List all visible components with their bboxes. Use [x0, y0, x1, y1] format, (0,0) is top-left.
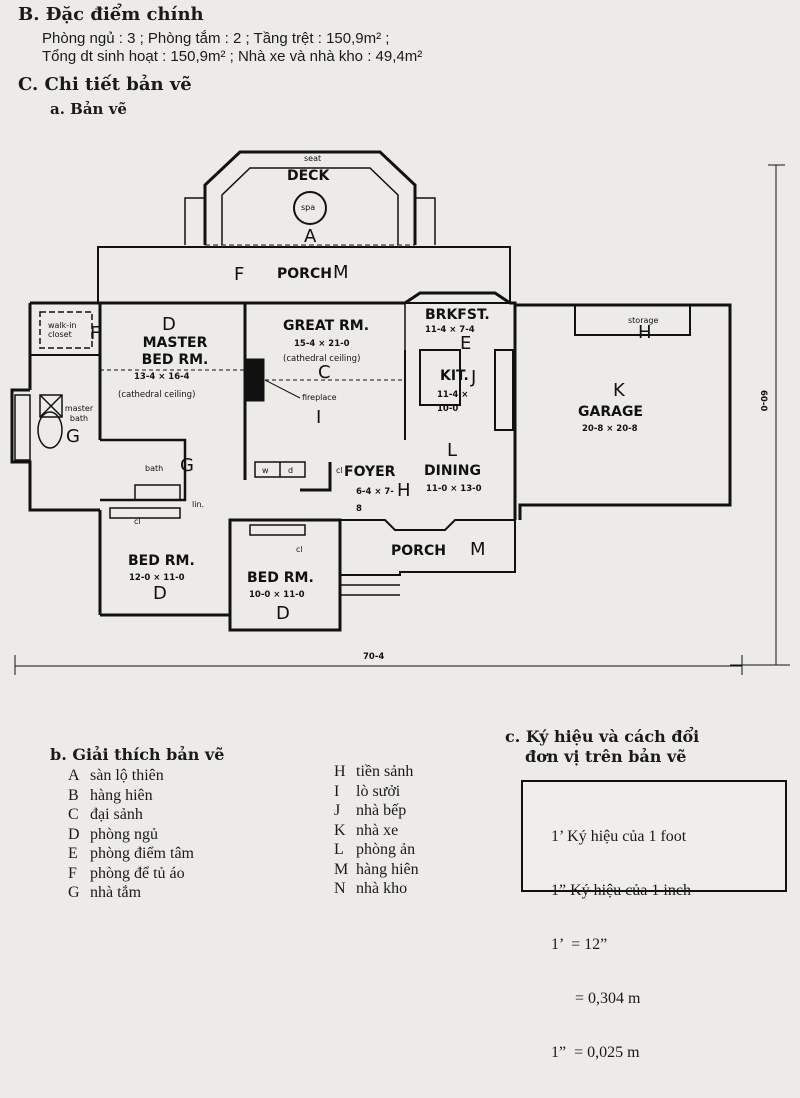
label-storage: storage [628, 316, 659, 325]
label-walk-in-closet: walk-in closet [48, 321, 77, 339]
label-porch-front: PORCH [391, 543, 446, 559]
features-line-1: Phòng ngủ : 3 ; Phòng tắm : 2 ; Tầng trệ… [42, 30, 390, 47]
unit-line: 1’ = 12” [551, 936, 608, 953]
section-b-title: B. Đặc điểm chính [18, 4, 204, 25]
letter-m-front: M [470, 539, 486, 560]
deck-outline [203, 150, 417, 245]
letter-m-rear: M [333, 262, 349, 283]
letter-f-porch: F [234, 264, 245, 285]
legend-title: b. Giải thích bản vẽ [50, 745, 225, 764]
house-outer-wall [30, 291, 732, 520]
dims-breakfast: 11-4 × 7-4 [425, 325, 475, 335]
unit-line: 1” = 0,025 m [551, 1044, 640, 1061]
label-washer: w [262, 466, 269, 475]
units-box: 1’ Ký hiệu của 1 foot 1” Ký hiệu của 1 i… [521, 780, 787, 1061]
dims-foyer: 6-4 × 7-8 [356, 487, 394, 514]
label-porch-rear: PORCH [277, 266, 332, 282]
letter-k: K [613, 380, 625, 401]
dims-bed-room-1: 12-0 × 11-0 [129, 573, 185, 583]
label-dryer: d [288, 466, 294, 475]
label-fireplace: fireplace [302, 393, 337, 402]
units-title-line-1: c. Ký hiệu và cách đổi [505, 727, 700, 746]
letter-f-closet: F [90, 323, 101, 344]
dims-bed-room-2: 10-0 × 11-0 [249, 590, 305, 600]
floor-plan [10, 150, 790, 675]
letter-g-master: G [66, 426, 80, 447]
note-master-bed: (cathedral ceiling) [118, 390, 196, 400]
letter-a: A [304, 226, 317, 247]
letter-d-master: D [162, 314, 176, 335]
label-bed-room-1: BED RM. [128, 553, 195, 569]
unit-line: 1’ Ký hiệu của 1 foot [551, 828, 687, 845]
label-master-bath: master bath [64, 404, 94, 423]
letter-h-storage: H [638, 322, 652, 343]
label-master-bed: MASTER BED RM. [141, 335, 209, 368]
label-great-room: GREAT RM. [283, 318, 370, 334]
label-breakfast: BRKFST. [425, 307, 490, 323]
unit-line: = 0,304 m [551, 990, 641, 1007]
label-garage: GARAGE [578, 404, 643, 420]
dimension-lines [14, 164, 790, 675]
label-dining: DINING [424, 463, 481, 479]
units-title-line-2: đơn vị trên bản vẽ [525, 747, 687, 766]
section-a-subtitle: a. Bản vẽ [50, 100, 127, 118]
dims-kitchen: 11-4 × 10-0 [437, 390, 469, 414]
letter-i: I [316, 407, 322, 428]
label-kitchen: KIT. [440, 368, 469, 384]
dims-master-bed: 13-4 × 16-4 [134, 372, 190, 382]
label-bath: bath [145, 464, 164, 473]
letter-c: C [318, 362, 331, 383]
dims-dining: 11-0 × 13-0 [426, 484, 482, 494]
note-great-room: (cathedral ceiling) [283, 354, 361, 364]
letter-d-bed1: D [153, 583, 167, 604]
letter-l: L [447, 440, 458, 461]
label-closet-foyer: cl [336, 466, 343, 475]
label-linen: lin. [192, 500, 205, 509]
letter-e: E [460, 333, 472, 354]
spa-circle [293, 191, 327, 225]
width-dimension: 70-4 [363, 652, 385, 662]
label-deck: DECK [287, 168, 330, 184]
letter-h-foyer: H [397, 480, 411, 501]
label-closet-bed2: cl [296, 545, 303, 554]
letter-j: J [471, 367, 477, 388]
label-foyer: FOYER [344, 464, 396, 480]
label-bed-room-2: BED RM. [247, 570, 314, 586]
label-closet-bed1: cl [134, 517, 141, 526]
unit-line: 1” Ký hiệu của 1 inch [551, 882, 691, 899]
label-seat: seat [304, 154, 322, 163]
features-line-2: Tổng dt sinh hoạt : 150,9m² ; Nhà xe và … [42, 48, 423, 65]
dims-great-room: 15-4 × 21-0 [294, 339, 350, 349]
depth-dimension: 60-0 [758, 390, 768, 412]
dims-garage: 20-8 × 20-8 [582, 424, 638, 434]
section-c-title: C. Chi tiết bản vẽ [18, 74, 192, 95]
label-spa: spa [301, 203, 316, 212]
letter-g-bath: G [180, 455, 194, 476]
letter-d-bed2: D [276, 603, 290, 624]
